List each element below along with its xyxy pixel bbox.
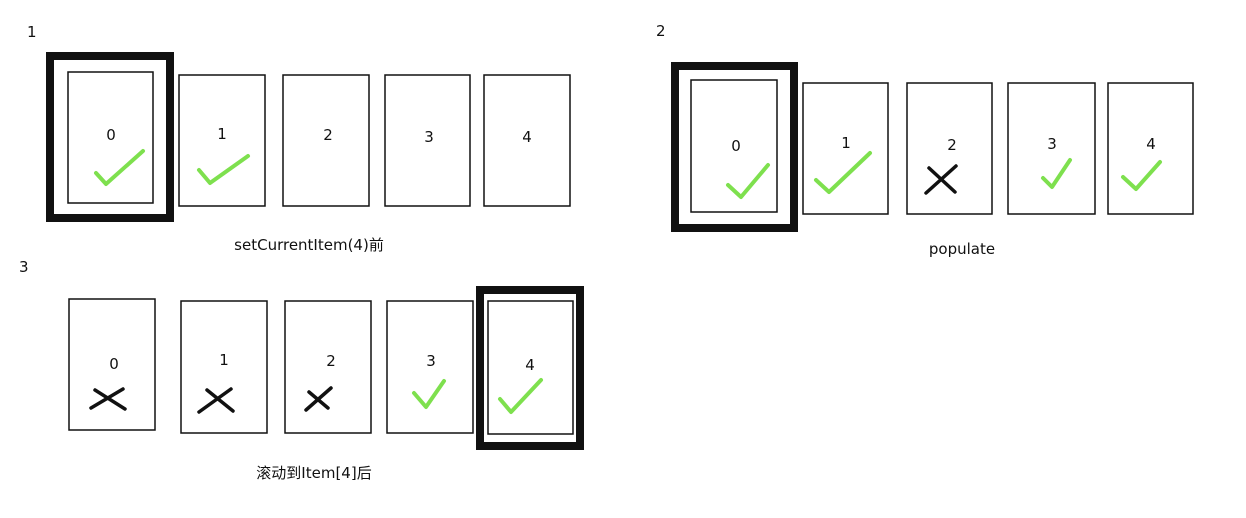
check-icon <box>814 151 872 194</box>
card-label: 3 <box>1047 135 1057 153</box>
card-label: 3 <box>426 352 436 370</box>
card-border <box>1007 82 1096 215</box>
card-label: 1 <box>219 351 229 369</box>
card-border <box>802 82 889 215</box>
card-label: 4 <box>522 128 532 146</box>
card-label: 4 <box>525 356 535 374</box>
panel-3: 3 0 1 2 3 <box>19 258 584 482</box>
card-label: 3 <box>424 128 434 146</box>
panel-1-selected-frame <box>46 52 174 222</box>
panel-2: 2 0 1 2 3 <box>656 22 1194 258</box>
cross-icon <box>924 164 958 195</box>
card-label: 2 <box>947 136 957 154</box>
panel-1-card-1: 1 <box>178 74 266 207</box>
panel-1-number: 1 <box>27 23 37 41</box>
panel-2-card-3: 3 <box>1007 82 1096 215</box>
panel-1-card-2: 2 <box>282 74 370 207</box>
panel-3-card-3: 3 <box>386 300 474 434</box>
card-label: 4 <box>1146 135 1156 153</box>
card-border <box>284 300 372 434</box>
card-label: 0 <box>106 126 116 144</box>
card-label: 2 <box>326 352 336 370</box>
panel-2-number: 2 <box>656 22 666 40</box>
card-border <box>282 74 370 207</box>
card-label: 1 <box>841 134 851 152</box>
cross-icon <box>89 387 127 411</box>
panel-3-card-2: 2 <box>284 300 372 434</box>
card-border <box>483 74 571 207</box>
panel-1-caption: setCurrentItem(4)前 <box>234 236 384 254</box>
check-icon <box>197 154 250 185</box>
panel-3-selected-frame <box>476 286 584 450</box>
card-border <box>386 300 474 434</box>
panel-2-card-2: 2 <box>906 82 993 215</box>
cross-icon <box>304 386 333 412</box>
card-label: 1 <box>217 125 227 143</box>
card-border <box>180 300 268 434</box>
check-icon <box>726 163 770 199</box>
check-icon <box>498 378 543 414</box>
card-label: 0 <box>109 355 119 373</box>
card-border <box>487 300 574 435</box>
panel-2-card-1: 1 <box>802 82 889 215</box>
card-label: 0 <box>731 137 741 155</box>
panel-1: 1 0 1 2 3 4 <box>27 23 571 254</box>
panel-2-card-0: 0 <box>690 79 778 213</box>
card-border <box>1107 82 1194 215</box>
card-border <box>906 82 993 215</box>
panel-3-card-0: 0 <box>68 298 156 431</box>
panel-2-card-4: 4 <box>1107 82 1194 215</box>
card-border <box>68 298 156 431</box>
card-label: 2 <box>323 126 333 144</box>
panel-3-caption: 滚动到Item[4]后 <box>256 464 371 482</box>
card-border <box>384 74 471 207</box>
check-icon <box>94 149 145 186</box>
panel-3-card-4: 4 <box>487 300 574 435</box>
panel-1-card-4: 4 <box>483 74 571 207</box>
check-icon <box>1121 160 1162 191</box>
panel-3-card-1: 1 <box>180 300 268 434</box>
panel-2-selected-frame <box>671 62 798 232</box>
check-icon <box>412 379 446 409</box>
check-icon <box>1041 158 1072 189</box>
cross-icon <box>197 387 235 414</box>
panel-1-card-0: 0 <box>67 71 154 204</box>
card-border <box>178 74 266 207</box>
panel-3-number: 3 <box>19 258 29 276</box>
panel-1-card-3: 3 <box>384 74 471 207</box>
panel-2-caption: populate <box>929 240 995 258</box>
